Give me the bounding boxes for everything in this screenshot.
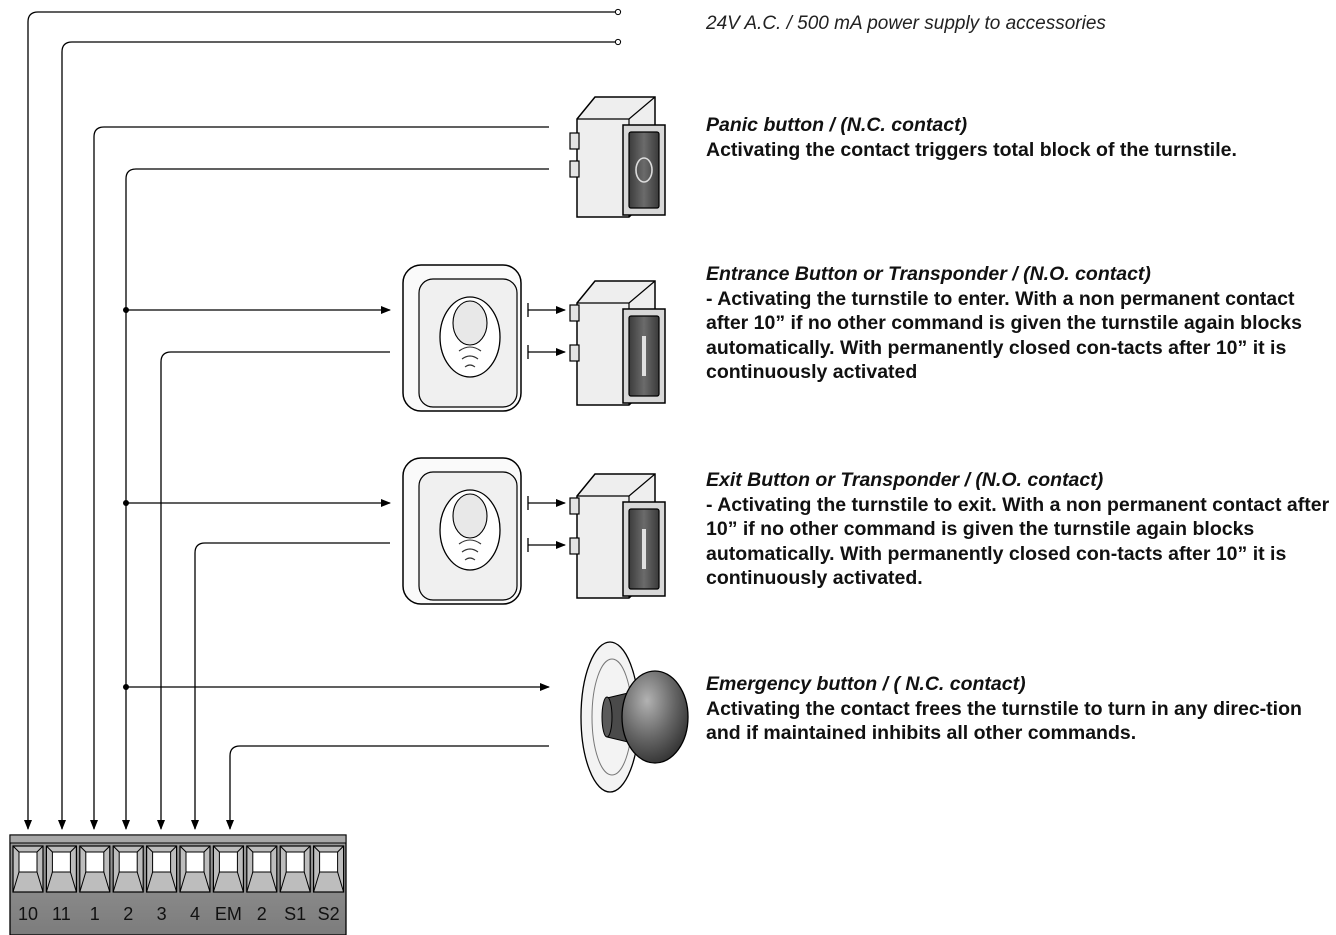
- terminal-label: 1: [90, 904, 100, 924]
- terminal-label: 10: [18, 904, 38, 924]
- terminal-screw: [79, 845, 111, 893]
- panic-button-title: Panic button / (N.C. contact): [706, 114, 968, 136]
- terminal-screw: [45, 845, 78, 893]
- mushroom-stop-button-icon: [580, 641, 689, 793]
- entrance-button-text: - Activating the turnstile to enter. Wit…: [706, 287, 1302, 384]
- terminal-screw: [313, 845, 345, 893]
- alt-arrow-entrance-top: [527, 303, 565, 317]
- terminal-screw: [146, 845, 178, 893]
- wire-exit-4: [191, 542, 390, 830]
- alt-arrow-exit-top: [527, 496, 565, 510]
- terminal-screw: [246, 845, 278, 893]
- terminal-screw: [179, 845, 211, 893]
- emergency-button-title: Emergency button / ( N.C. contact): [706, 673, 1026, 695]
- terminal-label: 3: [157, 904, 167, 924]
- terminal-label: 2: [257, 904, 267, 924]
- rocker-switch-icon: [569, 96, 666, 218]
- exit-button-description: Exit Button or Transponder / (N.O. conta…: [706, 468, 1331, 591]
- wire-common-2: [122, 168, 549, 830]
- entrance-button-description: Entrance Button or Transponder / (N.O. c…: [706, 262, 1331, 385]
- terminal-label: EM: [215, 904, 242, 924]
- wire-supply-11: [58, 41, 616, 830]
- terminal-label: S2: [318, 904, 340, 924]
- terminal-label: 11: [52, 904, 71, 924]
- rocker-selector-icon: [569, 280, 666, 406]
- terminal-screw: [279, 845, 311, 893]
- alt-arrow-exit-bottom: [527, 538, 565, 552]
- exit-button-text: - Activating the turnstile to exit. With…: [706, 493, 1330, 590]
- panic-button-text: Activating the contact triggers total bl…: [706, 138, 1237, 161]
- supply-terminal-11: [614, 38, 622, 46]
- junction-dots: [123, 307, 129, 690]
- exit-button-title: Exit Button or Transponder / (N.O. conta…: [706, 469, 1104, 491]
- supply-label: 24V A.C. / 500 mA power supply to access…: [706, 13, 1106, 34]
- wires: [24, 8, 622, 830]
- emergency-button-text: Activating the contact frees the turnsti…: [706, 697, 1302, 745]
- transponder-reader-icon: [402, 457, 522, 605]
- terminal-label: S1: [284, 904, 306, 924]
- emergency-button-description: Emergency button / ( N.C. contact) Activ…: [706, 672, 1331, 746]
- terminal-screw: [112, 845, 144, 893]
- terminal-label: 2: [123, 904, 133, 924]
- wire-panic-1: [90, 126, 549, 830]
- terminal-screw: [12, 845, 44, 893]
- wire-supply-10: [24, 11, 616, 830]
- wire-entrance-3: [157, 351, 390, 830]
- terminal-label: 4: [190, 904, 200, 924]
- panic-button-description: Panic button / (N.C. contact) Activating…: [706, 113, 1331, 162]
- transponder-reader-icon: [402, 264, 522, 412]
- alt-arrow-entrance-bottom: [527, 345, 565, 359]
- rocker-selector-icon: [569, 473, 666, 599]
- wire-emergency-em: [226, 745, 549, 830]
- entrance-button-title: Entrance Button or Transponder / (N.O. c…: [706, 263, 1151, 285]
- supply-terminal-10: [614, 8, 622, 16]
- terminal-screw: [212, 845, 244, 893]
